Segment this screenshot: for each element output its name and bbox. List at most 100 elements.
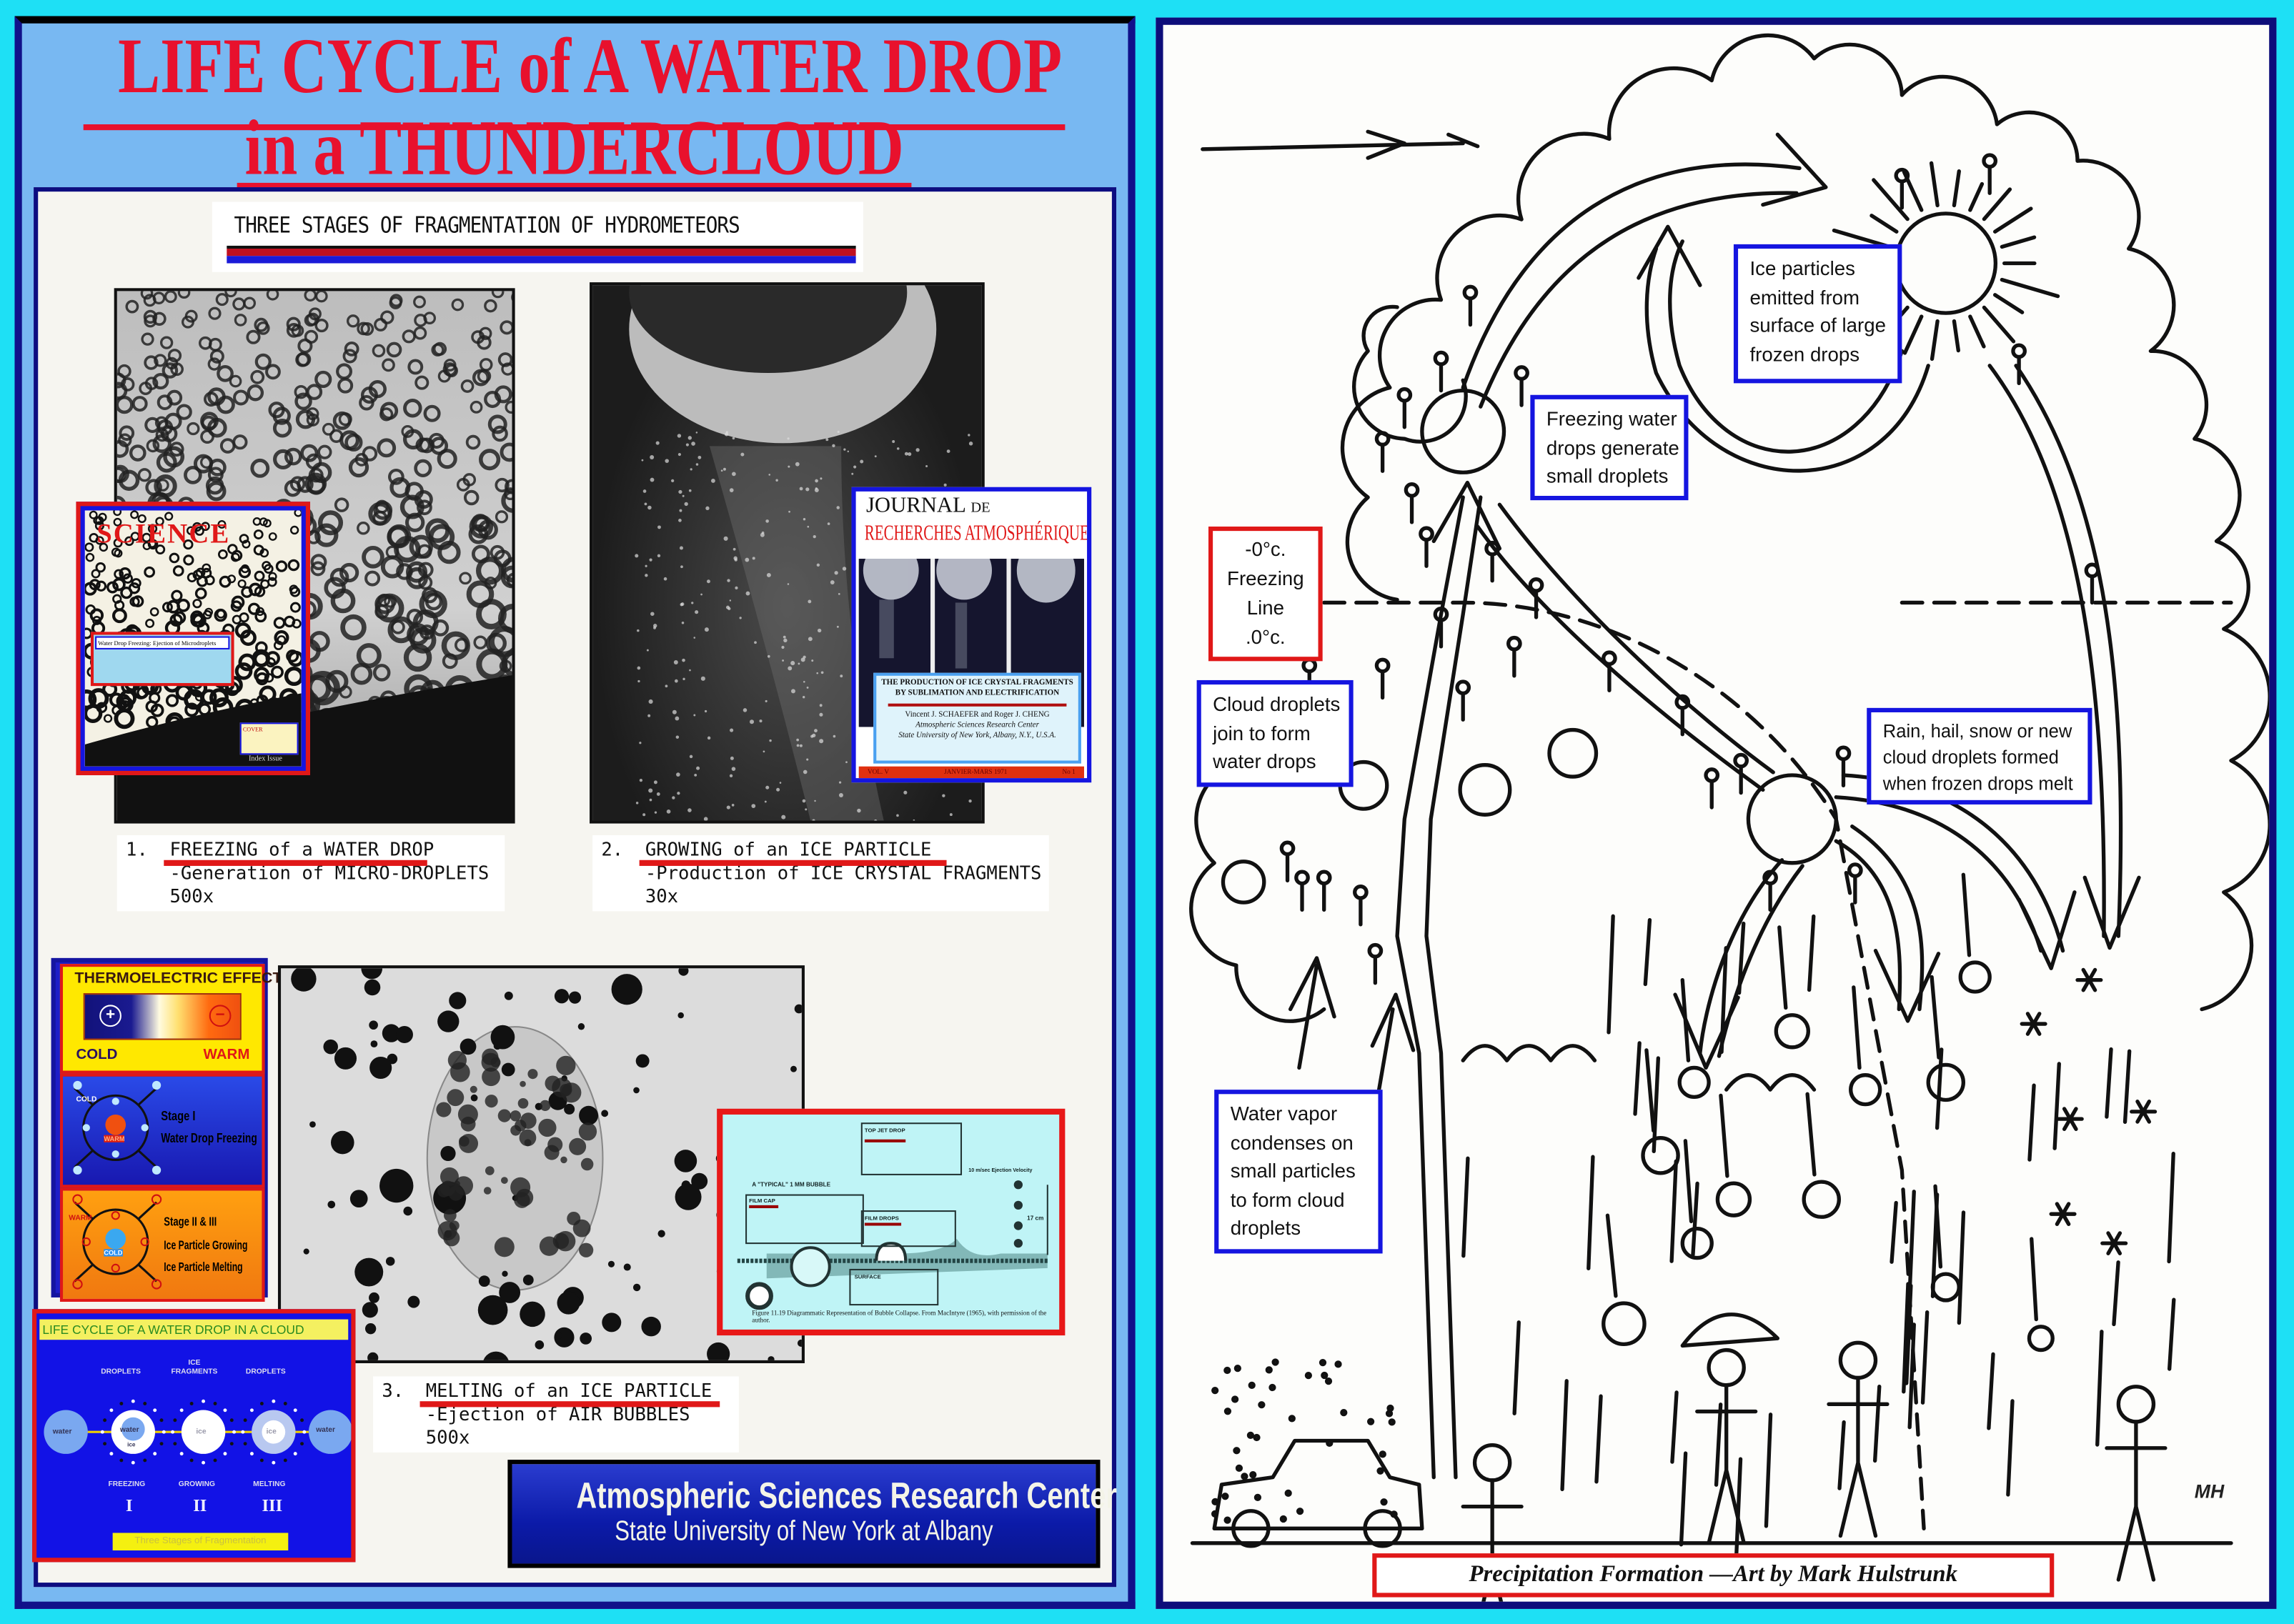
droplet xyxy=(194,587,207,599)
rain-streak xyxy=(2167,1297,2176,1371)
ice-fragment xyxy=(788,465,790,468)
university-name: State University of New York at Albany xyxy=(615,1516,993,1548)
ice-fragment xyxy=(663,577,667,581)
air-bubble xyxy=(519,1129,537,1147)
air-bubbles-image xyxy=(291,968,802,1360)
ice-fragment xyxy=(820,477,823,480)
rain-streak xyxy=(1807,914,1816,992)
film-drops-label: FILM DROPS xyxy=(864,1215,899,1222)
surface-label: SURFACE xyxy=(854,1274,881,1280)
rain-streak xyxy=(1594,1394,1603,1484)
droplet xyxy=(445,364,458,378)
droplet xyxy=(217,395,235,414)
air-bubble xyxy=(579,1242,594,1257)
ice-fragment xyxy=(949,813,953,817)
droplet xyxy=(253,529,264,539)
droplet xyxy=(85,604,96,615)
droplet xyxy=(374,594,395,614)
vapor-particle xyxy=(1376,1467,1384,1475)
journal-name: JOURNAL xyxy=(865,494,965,518)
droplet xyxy=(418,575,433,590)
ice-fragment xyxy=(779,782,782,784)
droplet xyxy=(256,321,270,335)
droplet xyxy=(473,635,487,649)
droplet xyxy=(289,476,306,492)
droplet xyxy=(234,662,253,680)
droplet xyxy=(239,629,257,646)
cold-label: COLD xyxy=(76,1047,118,1064)
stage23-description-2: Ice Particle Melting xyxy=(164,1259,243,1275)
vapor-particle xyxy=(1379,1450,1386,1458)
ice-fragments-label: ICE FRAGMENTS xyxy=(171,1358,218,1377)
positive-charge-icon: + xyxy=(99,1005,121,1027)
ice-fragment xyxy=(847,450,850,453)
falling-drop xyxy=(1802,1180,1841,1219)
droplet xyxy=(224,291,237,298)
vapor-particle xyxy=(1334,1360,1342,1368)
ice-fragment xyxy=(703,817,708,821)
ice-fragment xyxy=(665,459,669,463)
ice-particle-image xyxy=(629,285,975,821)
fragment-dot xyxy=(249,1452,254,1456)
ice-fragment xyxy=(896,447,900,450)
droplet xyxy=(113,510,122,517)
label-line: small particles xyxy=(1230,1160,1356,1182)
droplet xyxy=(437,540,461,564)
droplet xyxy=(495,477,510,493)
droplet xyxy=(424,518,450,543)
fragment-dot xyxy=(229,1418,234,1423)
ice-fragment xyxy=(968,799,972,803)
rain-streak xyxy=(1461,1156,1470,1258)
small-droplet xyxy=(1294,870,1310,886)
negative-charge-icon: − xyxy=(209,1005,232,1027)
ice-fragment xyxy=(635,802,639,804)
droplet xyxy=(252,517,262,526)
ice-fragment xyxy=(760,532,765,537)
droplet xyxy=(414,375,429,390)
droplet xyxy=(130,532,140,542)
rain-streak xyxy=(1902,1282,1910,1394)
ice-fragment xyxy=(807,525,810,528)
fragment-dot xyxy=(232,1430,237,1434)
droplet xyxy=(124,536,134,547)
falling-drop xyxy=(1680,1226,1714,1260)
droplet xyxy=(465,434,481,450)
ice-fragment xyxy=(874,819,878,821)
rain-streak xyxy=(1633,1041,1642,1116)
ice-fragment xyxy=(830,580,835,584)
air-bubble xyxy=(540,1100,551,1112)
droplet xyxy=(329,567,349,587)
fragment-dot xyxy=(283,1458,287,1463)
caption-magnification: 500x xyxy=(169,885,214,907)
journal-affiliation-2: State University of New York, Albany, N.… xyxy=(898,731,1056,740)
droplet xyxy=(164,512,174,521)
droplet xyxy=(231,595,245,609)
air-bubble xyxy=(361,968,383,980)
droplet xyxy=(208,307,222,320)
falling-drop xyxy=(1926,1062,1966,1102)
air-bubble xyxy=(510,1125,522,1136)
droplet xyxy=(165,694,179,707)
journal-cover: JOURNAL DE RECHERCHES ATMOSPHÉRIQUES THE… xyxy=(851,487,1092,783)
ice-fragment xyxy=(731,767,736,771)
droplet xyxy=(227,544,238,554)
arrow-up-to-burst xyxy=(1479,191,1799,409)
droplet xyxy=(432,342,447,356)
ice-fragment xyxy=(690,468,692,471)
thermoelectric-effect-panel: THERMOELECTRIC EFFECT + − COLD WARM COLD… xyxy=(51,957,282,1302)
rain-streak xyxy=(1643,917,1652,987)
ice-particle-spike xyxy=(1993,206,2033,234)
droplet xyxy=(357,322,370,336)
droplet xyxy=(368,502,392,526)
droplet xyxy=(364,570,381,587)
droplet xyxy=(145,619,155,628)
ice-fragment xyxy=(724,432,729,437)
ice-fragment xyxy=(678,489,682,494)
falling-drop xyxy=(1677,1065,1711,1100)
label-line: frozen drops xyxy=(1749,343,1860,365)
small-droplet xyxy=(1674,694,1691,710)
ice-fragment xyxy=(825,438,829,442)
air-bubble xyxy=(362,1302,378,1318)
fragment-dot xyxy=(131,1399,135,1403)
stage-numeral-3: III xyxy=(262,1495,283,1515)
